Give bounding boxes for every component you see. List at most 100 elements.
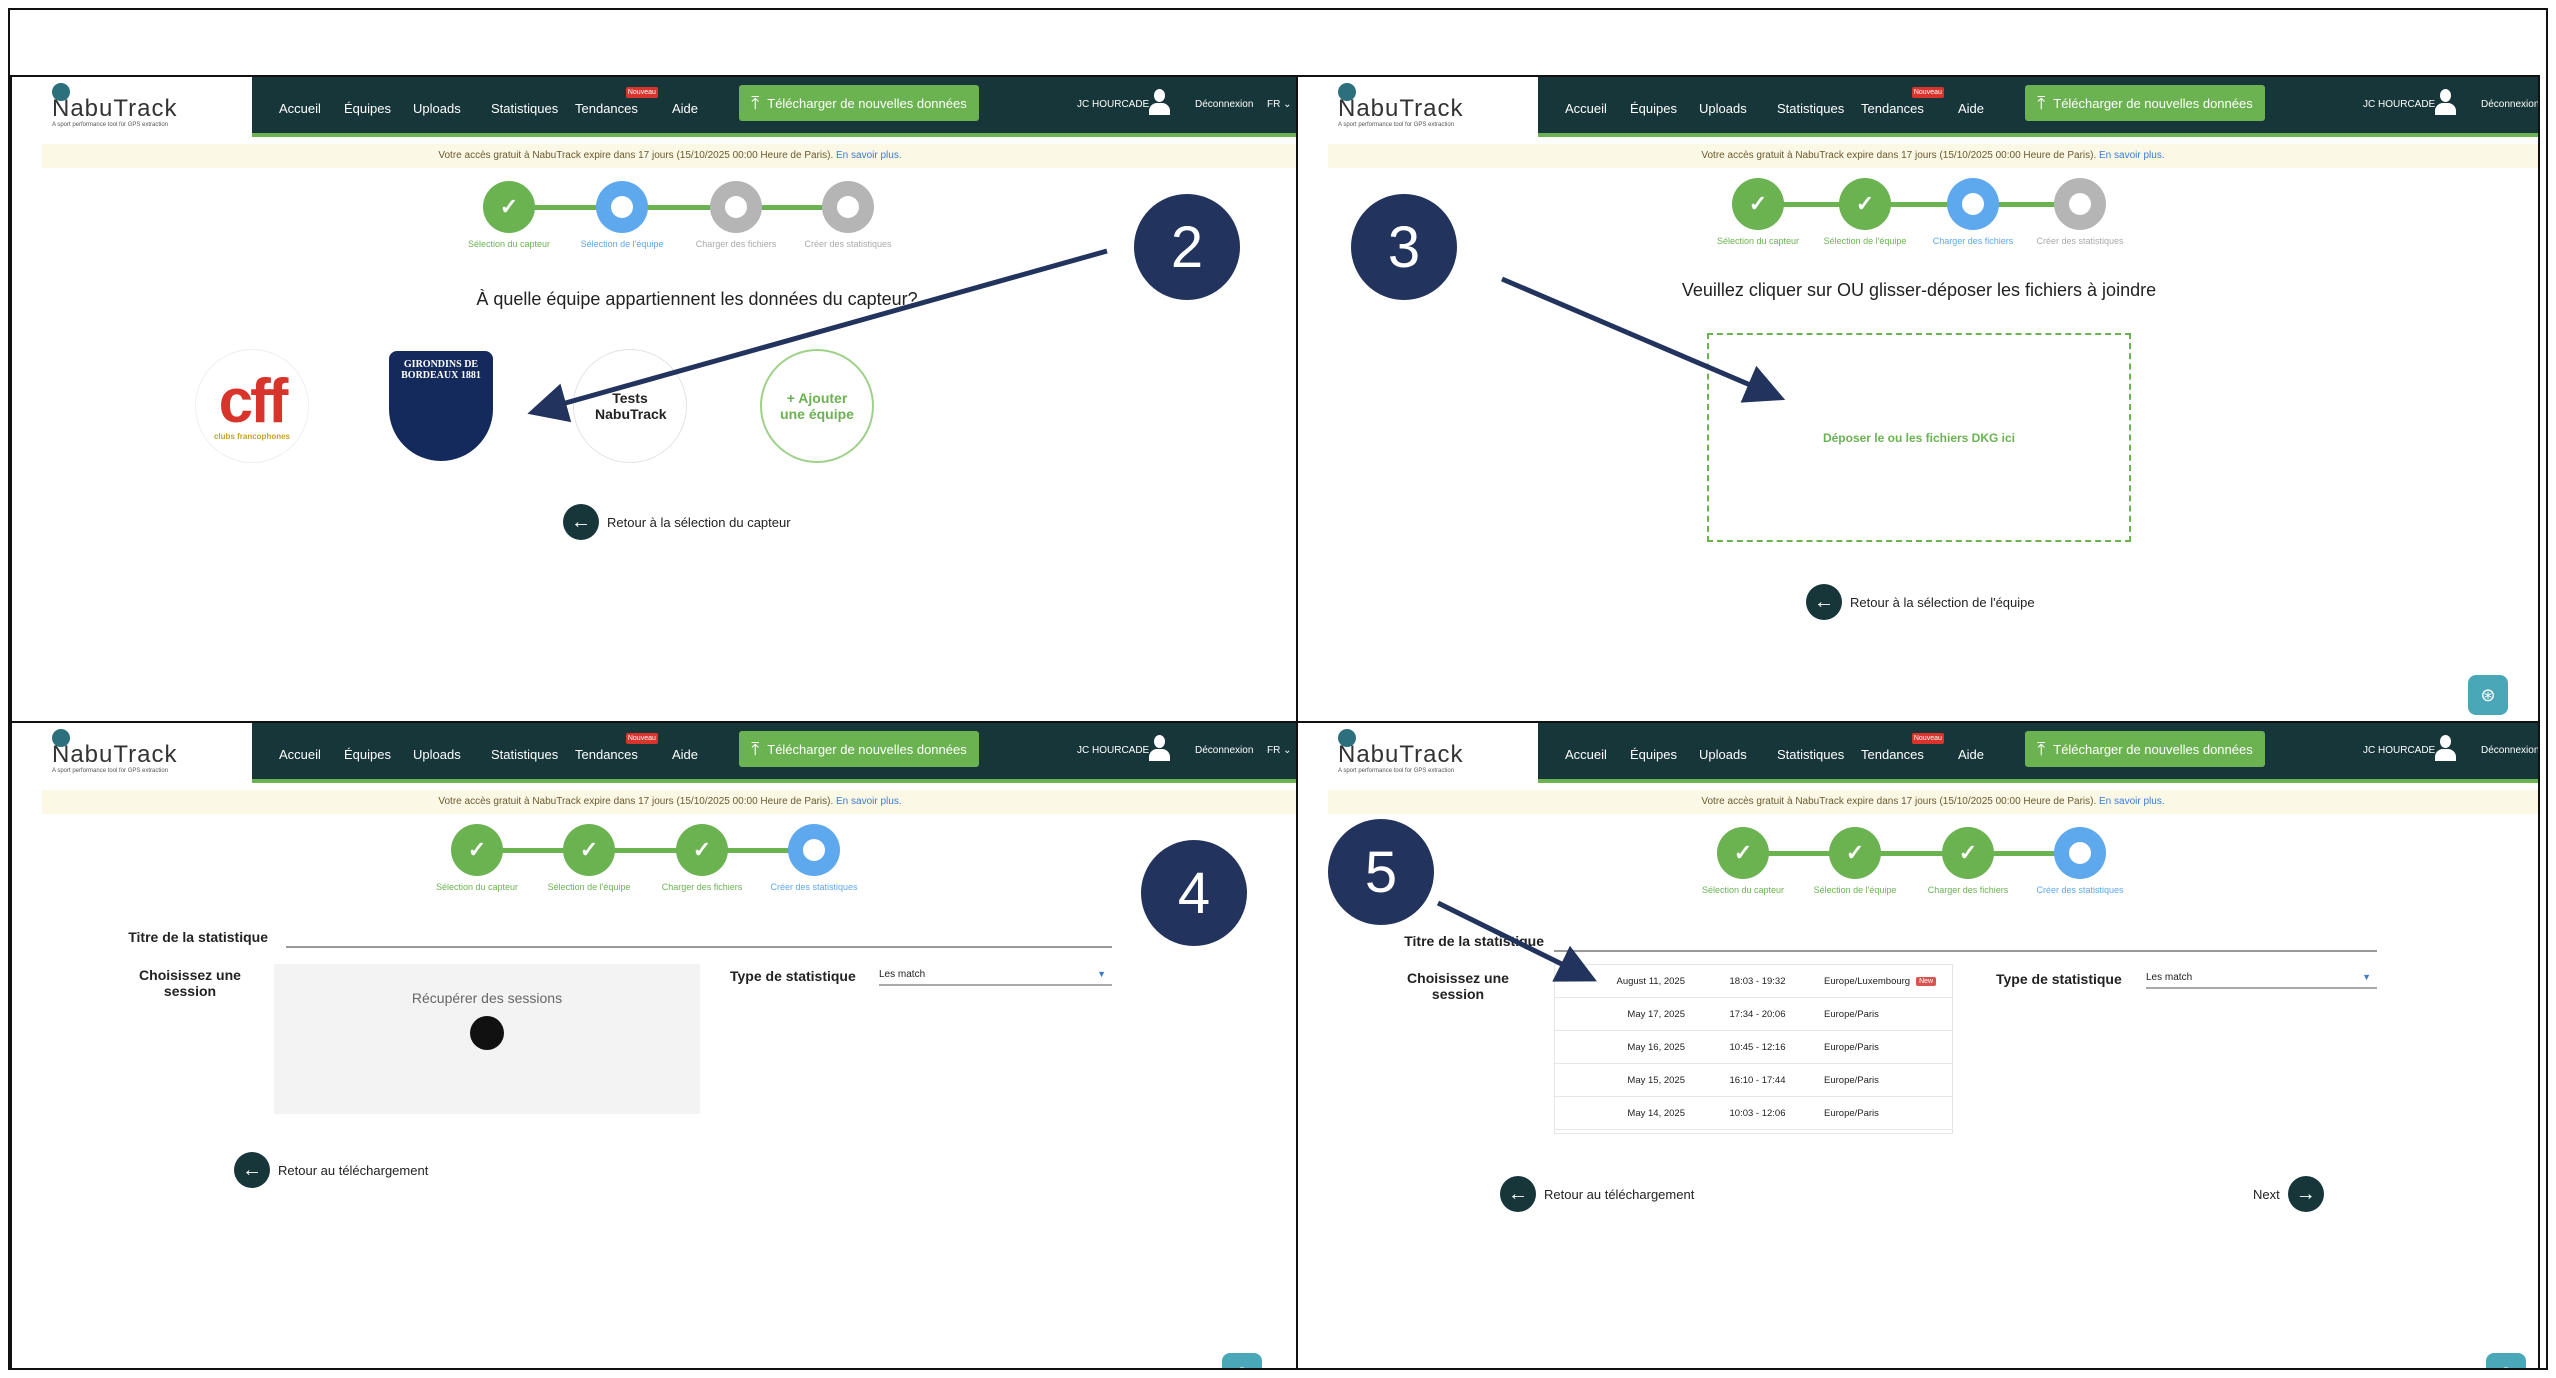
upload-new-data-button[interactable]: ⤒Télécharger de nouvelles données bbox=[2025, 731, 2265, 767]
check-icon: ✓ bbox=[467, 837, 487, 862]
nav-item-label: Aide bbox=[672, 101, 699, 116]
step-circle-icon bbox=[2069, 193, 2091, 215]
step-2-indicator: ✓ bbox=[1829, 827, 1881, 879]
back-to-team-button[interactable]: ←Retour à la sélection de l'équipe bbox=[1806, 584, 2035, 620]
step-3-indicator bbox=[1947, 178, 1999, 230]
nav-item[interactable]: Accueil bbox=[279, 101, 321, 116]
nav-item[interactable]: Accueil bbox=[1565, 101, 1607, 116]
nav-item[interactable]: Statistiques bbox=[491, 747, 558, 762]
trial-banner: Votre accès gratuit à NabuTrack expire d… bbox=[42, 144, 1298, 168]
back-label: Retour au téléchargement bbox=[1544, 1186, 1695, 1202]
nav-item[interactable]: Aide bbox=[1958, 101, 1984, 116]
learn-more-link[interactable]: En savoir plus. bbox=[2099, 796, 2165, 807]
upload-icon: ⤒ bbox=[751, 738, 760, 759]
nav-item[interactable]: Uploads bbox=[1699, 747, 1747, 762]
nav-item[interactable]: Accueil bbox=[1565, 747, 1607, 762]
stat-type-select[interactable]: Les match▼ bbox=[2146, 972, 2377, 989]
add-team-button[interactable]: + Ajouter une équipe bbox=[760, 349, 874, 463]
help-chat-button[interactable]: ⊛ bbox=[2486, 1353, 2526, 1368]
nav-item-label: Statistiques bbox=[491, 747, 559, 762]
upload-new-data-button[interactable]: ⤒Télécharger de nouvelles données bbox=[739, 85, 979, 121]
session-row[interactable]: May 14, 2025 10:03 - 12:06 Europe/Paris bbox=[1555, 1097, 1952, 1130]
language-select[interactable]: FR ⌄ bbox=[1267, 745, 1292, 756]
upload-new-data-button[interactable]: ⤒ Télécharger de nouvelles données bbox=[739, 731, 979, 767]
logout-link[interactable]: Déconnexion bbox=[2481, 99, 2540, 110]
user-avatar-icon[interactable] bbox=[2435, 735, 2456, 763]
check-icon: ✓ bbox=[1748, 191, 1768, 216]
user-avatar-icon[interactable] bbox=[1149, 735, 1170, 763]
nav-item[interactable]: Uploads bbox=[1699, 101, 1747, 116]
user-name[interactable]: JC HOURCADE bbox=[1077, 99, 1150, 110]
back-to-upload-button[interactable]: ←Retour au téléchargement bbox=[1500, 1176, 1694, 1212]
back-to-sensor-button[interactable]: ←Retour à la sélection du capteur bbox=[563, 504, 791, 540]
new-badge: Nouveau bbox=[625, 733, 658, 744]
nav-item[interactable]: Équipes bbox=[344, 747, 391, 762]
user-name[interactable]: JC HOURCADE bbox=[2363, 745, 2436, 756]
nav-item[interactable]: Uploads bbox=[413, 747, 461, 762]
nav-item[interactable]: Accueil bbox=[279, 747, 321, 762]
nav-item[interactable]: Aide bbox=[1958, 747, 1984, 762]
nav-item[interactable]: Statistiques bbox=[1777, 101, 1844, 116]
language-value: FR bbox=[1267, 99, 1281, 110]
upload-new-data-button[interactable]: ⤒Télécharger de nouvelles données bbox=[2025, 85, 2265, 121]
stat-title-input[interactable] bbox=[286, 946, 1112, 948]
team-girondins-bordeaux[interactable]: GIRONDINS DE BORDEAUX 1881 bbox=[384, 349, 498, 463]
nav-item[interactable]: Statistiques bbox=[1777, 747, 1844, 762]
file-dropzone[interactable]: Déposer le ou les fichiers DKG ici bbox=[1707, 333, 2131, 542]
step-circle-icon bbox=[837, 196, 859, 218]
session-list[interactable]: August 11, 2025 18:03 - 19:32 Europe/Lux… bbox=[1554, 964, 1953, 1134]
logout-link[interactable]: Déconnexion bbox=[1195, 99, 1254, 110]
step-circle-icon bbox=[611, 196, 633, 218]
learn-more-link[interactable]: En savoir plus. bbox=[2099, 150, 2165, 161]
language-select[interactable]: FR ⌄ bbox=[1267, 99, 1292, 110]
check-icon: ✓ bbox=[1958, 840, 1978, 865]
stepper-line bbox=[1758, 202, 2080, 207]
logout-link[interactable]: Déconnexion bbox=[2481, 745, 2540, 756]
stat-type-select[interactable]: Les match▼ bbox=[879, 969, 1112, 986]
user-name[interactable]: JC HOURCADE bbox=[1077, 745, 1150, 756]
help-chat-button[interactable]: ⊛ bbox=[1222, 1353, 1262, 1368]
nav-item[interactable]: Équipes bbox=[1630, 101, 1677, 116]
session-time: 10:45 - 12:16 bbox=[1729, 1041, 1786, 1053]
session-row[interactable]: May 17, 2025 17:34 - 20:06 Europe/Paris bbox=[1555, 998, 1952, 1031]
session-timezone: Europe/Paris bbox=[1824, 1074, 1879, 1086]
team-tests-nabutrack[interactable]: Tests NabuTrack bbox=[573, 349, 687, 463]
step-3-label: Charger des fichiers bbox=[1927, 885, 2009, 895]
girondins-logo-text: GIRONDINS DE BORDEAUX 1881 bbox=[401, 359, 481, 381]
nav-item[interactable]: Statistiques bbox=[491, 101, 558, 116]
learn-more-link[interactable]: En savoir plus. bbox=[836, 796, 902, 807]
help-chat-button[interactable]: ⊛ bbox=[2468, 675, 2508, 715]
learn-more-link[interactable]: En savoir plus. bbox=[836, 150, 902, 161]
user-avatar-icon[interactable] bbox=[2435, 89, 2456, 117]
upload-label: Télécharger de nouvelles données bbox=[767, 741, 967, 757]
stat-title-input[interactable] bbox=[1554, 950, 2377, 952]
session-row[interactable]: May 16, 2025 10:45 - 12:16 Europe/Paris bbox=[1555, 1031, 1952, 1064]
back-to-upload-button[interactable]: ←Retour au téléchargement bbox=[234, 1152, 428, 1188]
user-avatar-icon[interactable] bbox=[1149, 89, 1170, 117]
step-2-label: Sélection de l'équipe bbox=[580, 239, 664, 249]
nav-item[interactable]: Aide bbox=[672, 101, 698, 116]
girondins-logo: GIRONDINS DE BORDEAUX 1881 bbox=[389, 351, 493, 461]
session-row[interactable]: May 15, 2025 16:10 - 17:44 Europe/Paris bbox=[1555, 1064, 1952, 1097]
nav-item-label: Aide bbox=[1958, 747, 1985, 762]
user-name[interactable]: JC HOURCADE bbox=[2363, 99, 2436, 110]
step-2-label: Sélection de l'équipe bbox=[1823, 236, 1907, 246]
next-button[interactable]: Next→ bbox=[2253, 1176, 2324, 1212]
logout-link[interactable]: Déconnexion bbox=[1195, 745, 1254, 756]
step-4-label: Créer des statistiques bbox=[2036, 885, 2124, 895]
nav-item[interactable]: Uploads bbox=[413, 101, 461, 116]
nav-item[interactable]: Équipes bbox=[1630, 747, 1677, 762]
nav-item[interactable]: Aide bbox=[672, 747, 698, 762]
nav-item[interactable]: Équipes bbox=[344, 101, 391, 116]
session-row[interactable]: August 11, 2025 18:03 - 19:32 Europe/Lux… bbox=[1555, 965, 1952, 998]
